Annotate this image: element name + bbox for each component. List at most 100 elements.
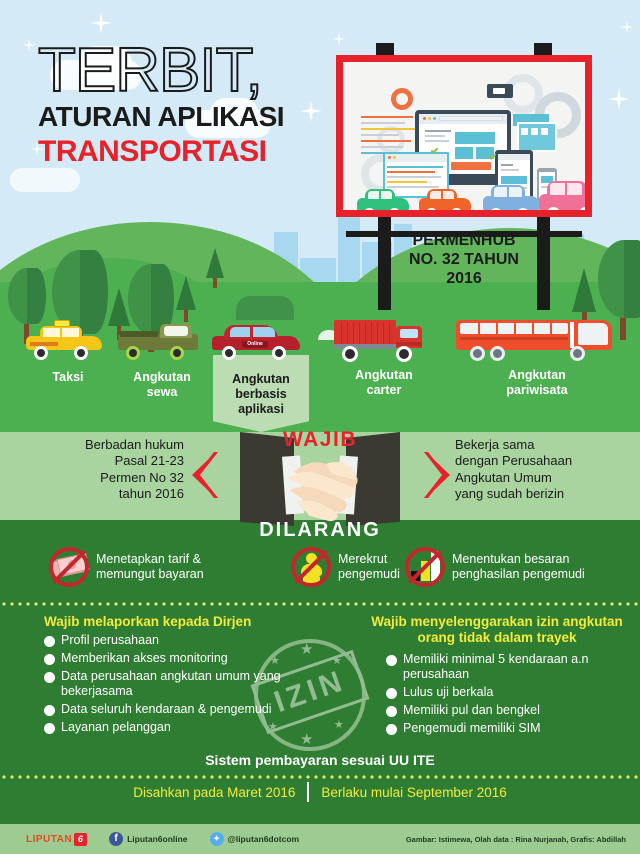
text-line: penghasilan pengemudi [452, 567, 585, 581]
bush-shape [318, 330, 340, 340]
list-item-label: Pengemudi memiliki SIM [403, 720, 541, 735]
banknote-icon [46, 545, 92, 589]
bus-icon [452, 318, 622, 361]
list-item: Pengemudi memiliki SIM [386, 721, 628, 736]
facebook-icon: f [109, 832, 124, 846]
dotted-divider [0, 774, 640, 780]
list-item-label: Memberikan akses monitoring [61, 651, 228, 666]
dilarang-item-text: Menetapkan tarif &memungut bayaran [96, 552, 204, 582]
vehicle-label-2: carter [366, 382, 402, 397]
list-item: Profil perusahaan [44, 633, 296, 648]
list-column-left: Wajib melaporkan kepada Dirjen Profil pe… [44, 614, 296, 735]
billboard-frame [336, 55, 592, 217]
twitter-icon: ✦ [209, 832, 224, 846]
cloud-shape [210, 98, 258, 128]
date-divider [307, 782, 310, 802]
online-badge: Online [242, 341, 268, 348]
wajib-title: WAJIB [282, 428, 357, 451]
bullet-icon [44, 705, 55, 717]
credits-text: Gambar: Istimewa, Olah data : Rina Nurja… [405, 834, 626, 844]
online-car-icon: Online [208, 318, 314, 360]
dilarang-title: DILARANG [259, 519, 381, 541]
text-line: yang sudah berizin [455, 486, 565, 502]
dates-section [0, 778, 640, 820]
list-item: Memiliki pul dan bengkel [386, 703, 628, 718]
list-item-label: Layanan pelanggan [61, 720, 171, 735]
vehicle-category-row: Taksi Angkutan sewa Online [0, 318, 640, 432]
liputan6-logo[interactable]: LIPUTAN 6 [26, 832, 88, 846]
billboard [336, 43, 592, 217]
gear-icon [391, 88, 413, 110]
text-line: Merekrut [338, 552, 388, 566]
list-item: Memiliki minimal 5 kendaraan a.n perusah… [386, 652, 628, 682]
vehicle-label: Angkutan [133, 370, 191, 384]
list-item: Lulus uji berkala [386, 685, 628, 700]
dilarang-item-tarif[interactable]: Menetapkan tarif &memungut bayaran [46, 545, 246, 589]
bullet-icon [386, 705, 397, 717]
chevron-left-icon [192, 452, 218, 498]
billboard-caption: PERMENHUB NO. 32 TAHUN 2016 [336, 232, 592, 289]
vehicle-item-aplikasi[interactable]: Online Angkutan berbasis aplikasi [208, 318, 314, 416]
vehicle-label: Taksi [52, 370, 84, 384]
vehicle-item-sewa[interactable]: Angkutan sewa [112, 318, 212, 400]
vehicle-label: Angkutan [355, 368, 413, 382]
list-item-label: Memiliki minimal 5 kendaraan a.n perusah… [403, 651, 589, 681]
title-line-terbit: TERBIT, [37, 36, 264, 105]
taxi-icon [22, 318, 114, 360]
twitter-link[interactable]: ✦ @liputan6dotcom [209, 832, 300, 846]
list-item-label: Data seluruh kendaraan & pengemudi [61, 702, 272, 717]
facebook-link[interactable]: f Liputan6online [109, 832, 188, 846]
list-item: Layanan pelanggan [44, 720, 296, 735]
title-line-transportasi: TRANSPORTASI [38, 135, 267, 169]
date-approved: Disahkan pada Maret 2016 [133, 784, 296, 800]
uu-ite-note: Sistem pembayaran sesuai UU ITE [205, 752, 435, 768]
cloud-shape [78, 46, 132, 80]
list-item: Memberikan akses monitoring [44, 651, 296, 666]
cloud-shape [10, 168, 80, 192]
sparkle-icon [620, 20, 634, 34]
text-line: memungut bayaran [96, 567, 204, 581]
bullet-icon [44, 723, 55, 735]
vehicle-item-carter[interactable]: Angkutan carter [326, 318, 442, 398]
title-line-aturan: ATURAN APLIKASI [38, 101, 285, 133]
text-line: dengan Perusahaan [455, 453, 573, 469]
dates-row: Disahkan pada Maret 2016 Berlaku mulai S… [0, 782, 640, 802]
vehicle-label-3: aplikasi [238, 401, 284, 416]
billboard-caption-line2: NO. 32 TAHUN [409, 250, 519, 268]
vehicle-item-taksi[interactable]: Taksi [22, 318, 114, 385]
text-line: Menentukan besaran [452, 552, 570, 566]
list-column-right: Wajib menyelenggarakan izin angkutan ora… [366, 614, 628, 736]
bullet-icon [386, 723, 397, 735]
billboard-illustration [343, 62, 585, 210]
footer-bar: LIPUTAN 6 f Liputan6online ✦ @liputan6do… [0, 824, 640, 854]
liputan6-logo-badge: 6 [74, 832, 88, 846]
billboard-caption-line1: PERMENHUB [412, 232, 516, 249]
twitter-handle: @liputan6dotcom [227, 834, 300, 844]
sparkle-icon [300, 100, 322, 122]
vehicle-label: Angkutan [508, 368, 566, 382]
bullet-icon [386, 654, 397, 666]
text-line: Menetapkan tarif & [96, 552, 201, 566]
text-line: Angkutan Umum [455, 469, 552, 485]
list-item-label: Memiliki pul dan bengkel [403, 702, 540, 717]
bullet-icon [44, 672, 55, 684]
sparkle-icon [90, 12, 112, 34]
list-item-label: Data perusahaan angkutan umum yang beker… [61, 669, 281, 699]
text-line: Permen No 32 [100, 469, 184, 485]
list-item: Data perusahaan angkutan umum yang beker… [44, 669, 296, 699]
text-line: tahun 2016 [118, 486, 184, 502]
bullet-icon [386, 687, 397, 699]
vehicle-item-pariwisata[interactable]: Angkutan pariwisata [452, 318, 622, 398]
cargo-truck-icon [326, 318, 442, 362]
bullet-icon [44, 636, 55, 648]
handshake-icon [240, 432, 400, 526]
highlight-banner-app-transport [213, 355, 309, 432]
list-item: Data seluruh kendaraan & pengemudi [44, 702, 296, 717]
